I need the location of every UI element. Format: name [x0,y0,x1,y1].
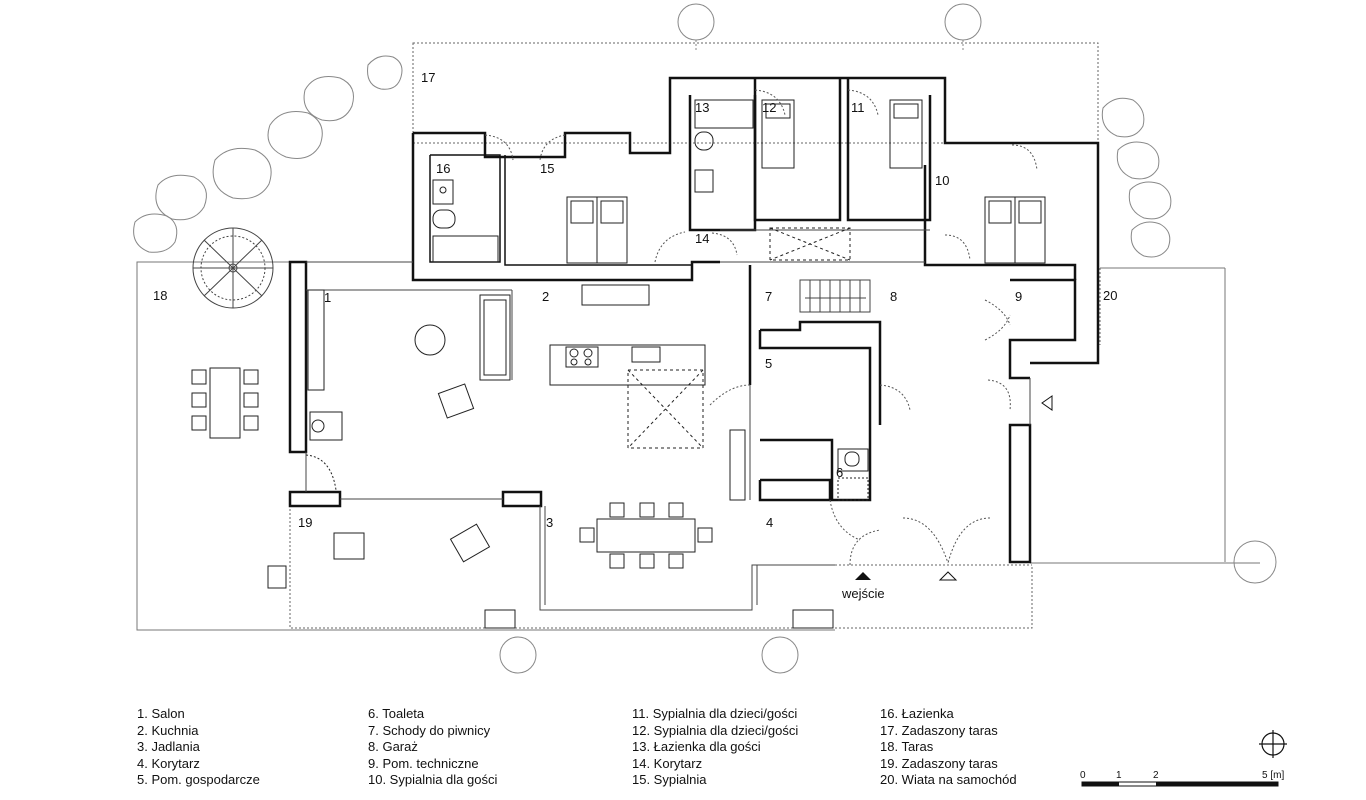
legend-item: 12. Sypialnia dla dzieci/gości [632,722,799,738]
scale-tick-5m: 5 [m] [1262,770,1284,781]
legend-item: 6. Toaleta [368,706,425,721]
trees [499,3,1277,674]
carport-entrance-arrow-icon [1041,395,1053,411]
room-number-9: 9 [1015,289,1022,304]
entrance-arrow-icon [855,572,871,580]
kitchen-island [549,284,706,449]
room-number-12: 12 [762,100,776,115]
room-number-20: 20 [1103,288,1117,303]
legend-column-3: 11. Sypialnia dla dzieci/gości 12. Sypia… [632,706,798,789]
legend-item: 18. Taras [880,739,934,754]
legend-item: 9. Pom. techniczne [368,755,479,771]
room-number-6: 6 [836,465,843,480]
room-number-7: 7 [765,289,772,304]
room-number-14: 14 [695,231,709,246]
room-number-17: 17 [421,70,435,85]
room-labels: 1 2 3 4 5 6 7 8 9 10 11 12 13 14 15 16 1… [153,70,1117,601]
legend-item: 11. Sypialnia dla dzieci/gości [632,706,798,721]
room-number-1: 1 [324,290,331,305]
legend-item: 16. Łazienka [880,706,954,721]
skylight [769,227,851,261]
legend-item: 13. Łazienka dla gości [632,739,761,754]
room-number-15: 15 [540,161,554,176]
legend-item: 19. Zadaszony taras [880,755,998,771]
dining-table [579,502,713,569]
north-arrow-icon [1259,730,1287,758]
legend-item: 1. Salon [137,706,185,721]
legend-item: 2. Kuchnia [137,722,199,738]
covered-terrace-furniture [267,523,834,629]
room-number-13: 13 [695,100,709,115]
roof-outlines [289,42,1101,629]
room-number-18: 18 [153,288,167,303]
legend-item: 20. Wiata na samochód [880,772,1017,787]
room-number-5: 5 [765,356,772,371]
terrace-dining-set [191,367,259,439]
bathroom-fixtures [432,99,869,501]
room-number-19: 19 [298,515,312,530]
legend-item: 15. Sypialnia [632,772,707,787]
legend-item: 10. Sypialnia dla gości [368,772,498,787]
interior-lines [305,229,1031,611]
door-swings [484,89,1038,566]
basement-stairs [799,279,871,313]
room-number-2: 2 [542,289,549,304]
room-number-8: 8 [890,289,897,304]
bushes [133,55,1172,258]
room-number-4: 4 [766,515,773,530]
scale-tick-0: 0 [1080,770,1086,781]
beds [566,99,1046,264]
garage-entrance-arrow-icon [938,571,958,581]
legend-item: 3. Jadlania [137,739,200,754]
room-number-11: 11 [851,100,865,115]
scale-tick-1: 1 [1116,770,1122,781]
legend-column-1: 1. Salon 2. Kuchnia 3. Jadlania 4. Koryt… [137,706,260,789]
legend-column-4: 16. Łazienka 17. Zadaszony taras 18. Tar… [880,706,1017,789]
entrance-label: wejście [841,586,885,601]
legend-item: 7. Schody do piwnicy [368,722,491,738]
room-number-16: 16 [436,161,450,176]
scale-tick-2: 2 [1153,770,1159,781]
living-furniture [305,289,511,491]
legend-item: 17. Zadaszony taras [880,722,998,738]
legend-item: 5. Pom. gospodarcze [137,772,260,787]
room-number-10: 10 [935,173,949,188]
legend-column-2: 6. Toaleta 7. Schody do piwnicy 8. Garaż… [368,706,497,789]
walls [288,76,1100,564]
legend-item: 4. Korytarz [137,755,200,771]
site-outline [136,261,1260,631]
legend-item: 14. Korytarz [632,755,703,771]
spiral-stair [192,227,274,309]
room-number-3: 3 [546,515,553,530]
legend-item: 8. Garaż [368,739,418,754]
scale-bar: 0 1 2 5 [m] [1080,770,1284,787]
